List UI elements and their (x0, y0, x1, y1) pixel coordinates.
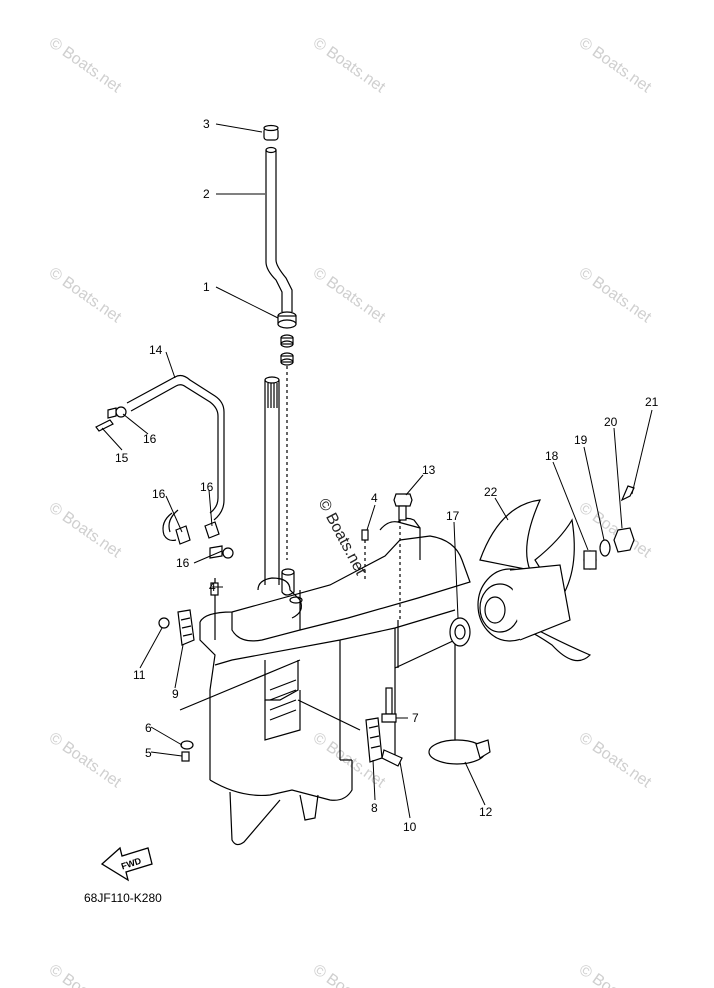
watermark: © Boats.net (310, 34, 389, 96)
callout-9: 9 (172, 687, 179, 701)
watermark: © Boats.net (46, 34, 125, 96)
callout-20: 20 (604, 415, 618, 429)
water-hose (95, 374, 234, 559)
callout-21: 21 (645, 395, 659, 409)
lower-casing (179, 517, 471, 846)
callout-16: 16 (176, 556, 190, 570)
callout-13: 13 (422, 463, 436, 477)
watermark: © Boats.net (576, 729, 655, 791)
watermark: © Boats.net (46, 961, 125, 988)
callout-5: 5 (145, 746, 152, 760)
diagram-code: 68JF110-K280 (84, 891, 162, 905)
callout-8: 8 (371, 801, 378, 815)
water-tube-assembly (263, 124, 297, 366)
callout-3: 3 (203, 117, 210, 131)
watermark: © Boats.net (576, 34, 655, 96)
watermark: © Boats.net (576, 264, 655, 326)
callout-16: 16 (200, 480, 214, 494)
callout-12: 12 (479, 805, 493, 819)
drive-shaft (264, 366, 288, 585)
callout-22: 22 (484, 485, 498, 499)
callout-18: 18 (545, 449, 559, 463)
callout-16: 16 (152, 487, 166, 501)
callout-16: 16 (143, 432, 157, 446)
fwd-arrow: FWD (100, 846, 153, 882)
callout-11: 11 (133, 668, 146, 682)
callouts: 3 2 1 14 16 15 16 16 16 4 4 13 17 22 18 … (115, 117, 659, 834)
prop-hardware (583, 485, 635, 570)
callout-4: 4 (371, 491, 378, 505)
watermark: © Boats.net (46, 499, 125, 561)
watermark: © Boats.net (46, 264, 125, 326)
callout-14: 14 (149, 343, 163, 357)
watermark: © Boats.net (46, 729, 125, 791)
callout-1: 1 (203, 280, 210, 294)
callout-7: 7 (412, 711, 419, 725)
watermark-center: © Boats.net (314, 496, 369, 578)
small-parts (158, 493, 491, 767)
callout-19: 19 (574, 433, 588, 447)
watermark-grid: © Boats.net © Boats.net © Boats.net © Bo… (46, 34, 655, 988)
callout-10: 10 (403, 820, 417, 834)
watermark: © Boats.net (576, 961, 655, 988)
leader-lines (101, 123, 653, 819)
callout-2: 2 (203, 187, 210, 201)
watermark: © Boats.net (310, 264, 389, 326)
callout-4: 4 (209, 580, 216, 594)
callout-17: 17 (446, 509, 460, 523)
watermark: © Boats.net (310, 961, 389, 988)
propeller (477, 499, 592, 662)
callout-15: 15 (115, 451, 129, 465)
callout-6: 6 (145, 721, 152, 735)
